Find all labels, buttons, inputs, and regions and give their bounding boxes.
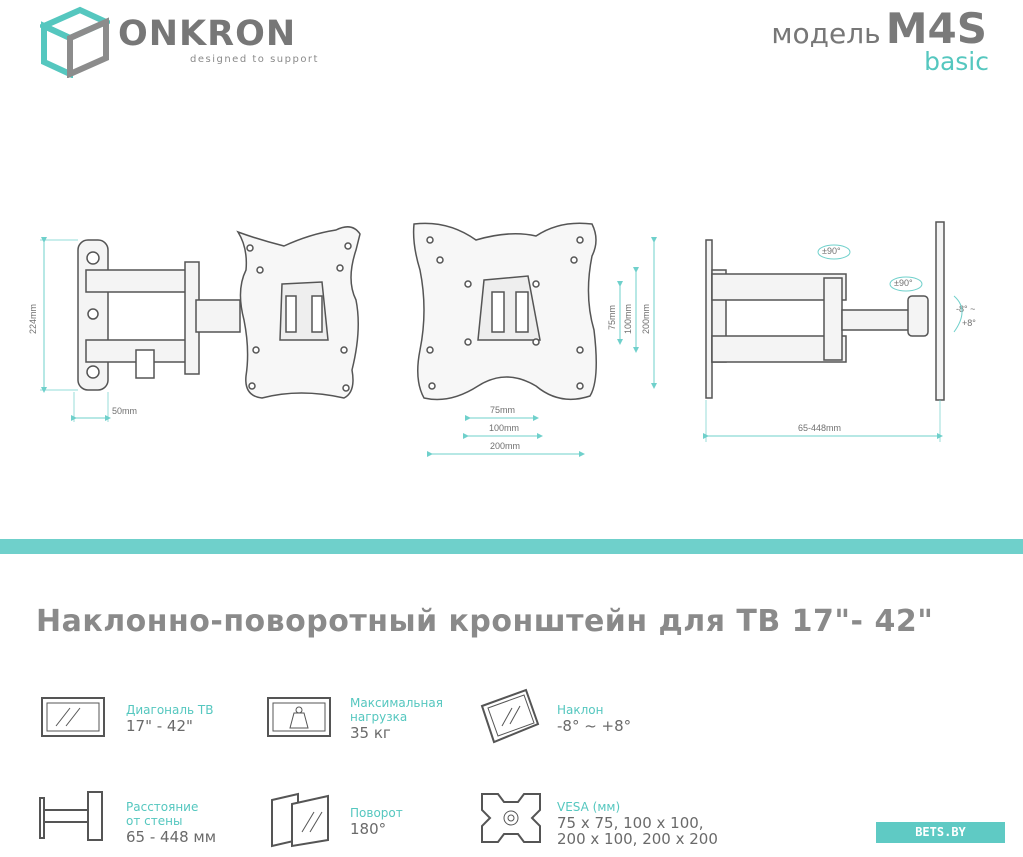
model-code: M4S: [885, 4, 987, 53]
brand-tagline: designed to support: [190, 54, 319, 65]
dim-vesa-200-v: 200mm: [641, 304, 651, 334]
spec-vesa-value: 75 x 75, 100 x 100, 200 x 100, 200 x 200: [557, 814, 718, 848]
model-word: модель: [771, 17, 881, 50]
dim-wall-offset: 50mm: [112, 406, 137, 416]
swivel-icon: [271, 792, 329, 848]
dim-reach: 65-448mm: [798, 423, 841, 433]
dim-vesa-75-h: 75mm: [490, 405, 515, 415]
dim-vesa-100-v: 100mm: [623, 304, 633, 334]
technical-drawing: 224mm 50mm 75mm 100mm 200mm 75mm 100mm 2…: [28, 221, 976, 457]
side-view-drawing: [705, 221, 945, 401]
vesa-plate-drawing: [412, 222, 597, 401]
dim-tilt-b: +8°: [962, 318, 976, 328]
dim-swivel-b: ±90°: [894, 278, 913, 288]
spec-diagonal-label: Диагональ ТВ: [126, 703, 214, 717]
dim-swivel-a: ±90°: [822, 246, 841, 256]
weight-icon: [267, 697, 331, 737]
spec-tilt-label: Наклон: [557, 703, 604, 717]
onkron-logo-icon: [40, 6, 110, 78]
spec-diagonal-value: 17" - 42": [126, 717, 193, 735]
spec-vesa-label: VESA (мм): [557, 800, 621, 814]
bracket-front-drawing: [77, 226, 361, 399]
model-variant: basic: [924, 47, 989, 76]
tilt-icon: [480, 688, 540, 744]
vesa-icon: [481, 793, 541, 843]
spec-swivel-value: 180°: [350, 820, 387, 838]
wall-distance-icon: [39, 791, 103, 841]
dim-vesa-200-h: 200mm: [490, 441, 520, 451]
dim-tilt-a: -8° ~: [956, 304, 975, 314]
spec-tilt-value: -8° ~ +8°: [557, 717, 632, 735]
spec-distance-value: 65 - 448 мм: [126, 828, 217, 846]
brand-name: ONKRON: [118, 14, 297, 54]
tv-diagonal-icon: [41, 697, 105, 737]
spec-distance-label: Расстояние от стены: [126, 800, 199, 828]
spec-load-value: 35 кг: [350, 724, 391, 742]
spec-swivel-label: Поворот: [350, 806, 403, 820]
dim-vesa-75-v: 75mm: [607, 305, 617, 330]
model-title: модель M4S: [771, 4, 987, 53]
site-watermark[interactable]: BETS.BY: [876, 822, 1005, 843]
spec-load-label: Максимальная нагрузка: [350, 696, 443, 724]
dim-vesa-100-h: 100mm: [489, 423, 519, 433]
dim-height: 224mm: [28, 304, 38, 334]
accent-band: [0, 539, 1023, 554]
product-headline: Наклонно-поворотный кронштейн для ТВ 17"…: [36, 604, 934, 639]
